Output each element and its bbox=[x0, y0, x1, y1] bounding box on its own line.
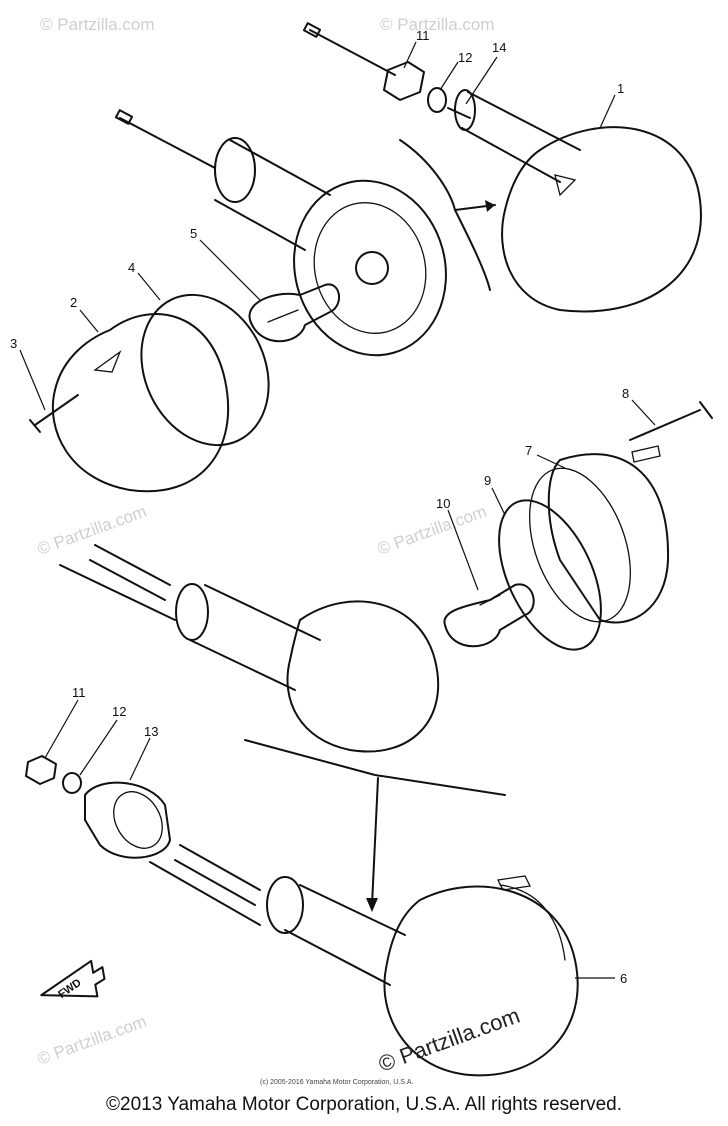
watermark-5: © Partzilla.com bbox=[35, 1012, 149, 1069]
bottom-flasher bbox=[25, 755, 579, 1077]
callout-5: 5 bbox=[190, 226, 197, 241]
watermark-3: © Partzilla.com bbox=[35, 502, 149, 559]
watermark-2: © Partzilla.com bbox=[380, 15, 495, 34]
callout-7: 7 bbox=[525, 443, 532, 458]
watermark-4: © Partzilla.com bbox=[375, 502, 489, 559]
fwd-label: FWD bbox=[56, 977, 83, 1001]
callout-2: 2 bbox=[70, 295, 77, 310]
fwd-arrow: FWD bbox=[40, 959, 106, 1001]
callout-11-top: 11 bbox=[416, 28, 430, 43]
callout-9: 9 bbox=[484, 473, 491, 488]
callout-3: 3 bbox=[10, 336, 17, 351]
callout-1: 1 bbox=[617, 81, 624, 96]
leader-lines bbox=[19, 41, 656, 979]
middle-flasher bbox=[59, 401, 713, 912]
top-left-flasher bbox=[29, 109, 447, 493]
watermarks: © Partzilla.com © Partzilla.com © Partzi… bbox=[35, 15, 495, 1069]
fine-print: (c) 2005-2016 Yamaha Motor Corporation, … bbox=[260, 1079, 413, 1086]
partzilla-watermark: © Partzilla.com bbox=[375, 1003, 523, 1077]
callout-6: 6 bbox=[620, 971, 627, 986]
callout-11-bottom: 11 bbox=[72, 685, 86, 700]
callout-numbers: 1 2 3 4 5 6 7 8 9 10 11 12 13 14 11 12 bbox=[10, 28, 629, 986]
callout-13: 13 bbox=[144, 724, 158, 739]
callout-12-bottom: 12 bbox=[112, 704, 126, 719]
top-right-flasher bbox=[302, 22, 702, 313]
callout-14: 14 bbox=[492, 40, 506, 55]
callout-4: 4 bbox=[128, 260, 135, 275]
callout-12-top: 12 bbox=[458, 50, 472, 65]
callout-8: 8 bbox=[622, 386, 629, 401]
watermark-1: © Partzilla.com bbox=[40, 15, 155, 34]
copyright-notice: ©2013 Yamaha Motor Corporation, U.S.A. A… bbox=[106, 1094, 622, 1115]
callout-10: 10 bbox=[436, 496, 450, 511]
